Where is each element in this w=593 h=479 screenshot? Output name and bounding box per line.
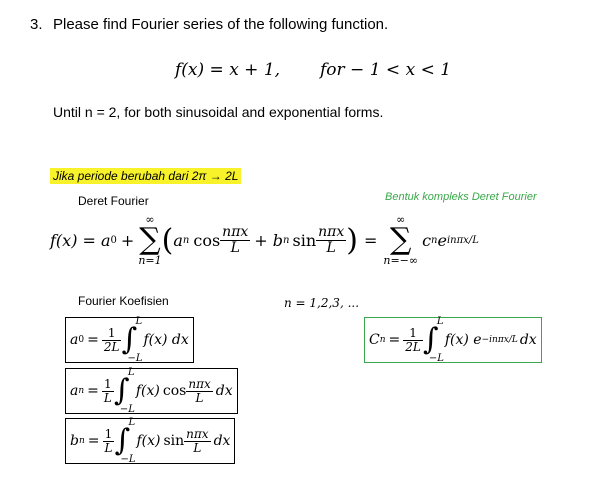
sin-frac-num: nπx [316, 223, 347, 241]
cn-term: c [422, 230, 432, 250]
bn-fraction: 1 L [102, 428, 115, 455]
question-text: Please find Fourier series of the follow… [53, 16, 389, 33]
an-int-lower: −L [119, 404, 135, 415]
equals-sign: = [363, 230, 378, 250]
an-fraction: 1 L [101, 378, 114, 405]
bn-frac-den: L [104, 440, 113, 455]
an-subscript: n [182, 234, 190, 246]
cn-exp-L: L [511, 335, 518, 345]
cn-subscript: n [431, 234, 438, 246]
sum2-lower-limit: n=−∞ [383, 254, 419, 267]
coefficients-label: Fourier Koefisien [78, 294, 169, 308]
sin-fraction: nπx L [316, 223, 347, 256]
summation-symbol: ∞ ∑ n=1 [138, 213, 162, 267]
an-cos-fraction: nπx L [186, 376, 213, 405]
cos-frac-den: L [230, 239, 240, 256]
bn-frac-num: 1 [102, 428, 115, 442]
bn-sin-num: nπx [184, 426, 211, 442]
sin-function: sin [292, 230, 317, 250]
question-number: 3. [30, 16, 43, 33]
an-int-upper: L [127, 367, 135, 378]
function-domain: for − 1 < x < 1 [320, 60, 452, 80]
exp-power-L: L [472, 234, 479, 246]
exp-power: inπx/L [447, 235, 479, 246]
an-frac-den: L [103, 390, 112, 405]
summation-symbol-2: ∞ ∑ n=−∞ [383, 213, 419, 267]
an-integral: ∫ L −L [113, 367, 135, 415]
bn-lhs-sub: n [78, 436, 85, 446]
a0-integral: ∫ L −L [121, 316, 143, 364]
exp-power-text: inπx/ [446, 234, 473, 246]
cn-exponent: −inπx/L [482, 335, 518, 345]
an-cos-den: L [195, 390, 204, 405]
bn-term: + b [254, 230, 284, 250]
a0-int-upper: L [135, 316, 143, 327]
cos-function: cos [193, 230, 221, 250]
an-term: a [173, 230, 183, 250]
instruction-text: Until n = 2, for both sinusoidal and exp… [53, 104, 384, 120]
cn-integral: ∫ L −L [422, 316, 444, 364]
cn-frac-num: 1 [403, 327, 423, 341]
an-lhs: a [70, 383, 79, 399]
cos-frac-num: nπx [220, 223, 251, 241]
a0-lhs-sub: 0 [78, 335, 85, 345]
complex-form-label: Bentuk kompleks Deret Fourier [385, 191, 537, 203]
sum2-upper-limit: ∞ [396, 213, 406, 226]
a0-frac-num: 1 [101, 327, 122, 341]
bn-sin-fraction: nπx L [184, 426, 211, 455]
cn-int-upper: L [436, 316, 444, 327]
series-lhs: f(x) = a [50, 230, 111, 250]
an-dx: dx [215, 383, 233, 399]
bn-lhs: b [70, 433, 79, 449]
bn-dx: dx [213, 433, 231, 449]
bn-int-upper: L [128, 417, 136, 428]
series-label: Deret Fourier [78, 194, 149, 208]
period-change-note: Jika periode berubah dari 2π → 2L [50, 168, 242, 184]
a0-frac-den: 2L [103, 339, 120, 354]
a0-int-lower: −L [127, 353, 143, 364]
cn-integrand: f(x) e [444, 332, 482, 348]
function-definition: f(x) = x + 1, [175, 60, 281, 80]
cn-dx: dx [519, 332, 537, 348]
sum-lower-limit: n=1 [138, 254, 162, 267]
an-fx: f(x) [135, 383, 160, 399]
n-range: n = 1,2,3, ... [284, 296, 360, 310]
plus-sign: + [120, 230, 135, 250]
an-frac-num: 1 [101, 378, 114, 392]
exp-base: e [437, 230, 447, 250]
sum-upper-limit: ∞ [145, 213, 155, 226]
an-cos: cos [162, 383, 187, 399]
an-cos-num: nπx [186, 376, 213, 392]
cn-exp-text: −inπx/ [481, 335, 512, 345]
a0-fraction: 1 2L [101, 327, 122, 354]
bn-integral: ∫ L −L [114, 417, 136, 465]
a0-integrand: f(x) dx [143, 332, 189, 348]
cn-lhs: C [369, 332, 380, 348]
bn-sin: sin [163, 433, 185, 449]
an-lhs-sub: n [78, 386, 85, 396]
cn-int-lower: −L [428, 353, 444, 364]
bn-sin-den: L [193, 440, 202, 455]
bn-subscript: n [283, 234, 290, 246]
cn-fraction: 1 2L [403, 327, 423, 353]
a0-lhs: a [70, 332, 79, 348]
cn-frac-den: 2L [405, 339, 421, 354]
a0-subscript: 0 [110, 234, 117, 246]
sin-frac-den: L [326, 239, 336, 256]
bn-int-lower: −L [120, 454, 136, 465]
cos-fraction: nπx L [220, 223, 251, 256]
bn-fx: f(x) [136, 433, 161, 449]
cn-lhs-sub: n [379, 335, 386, 345]
